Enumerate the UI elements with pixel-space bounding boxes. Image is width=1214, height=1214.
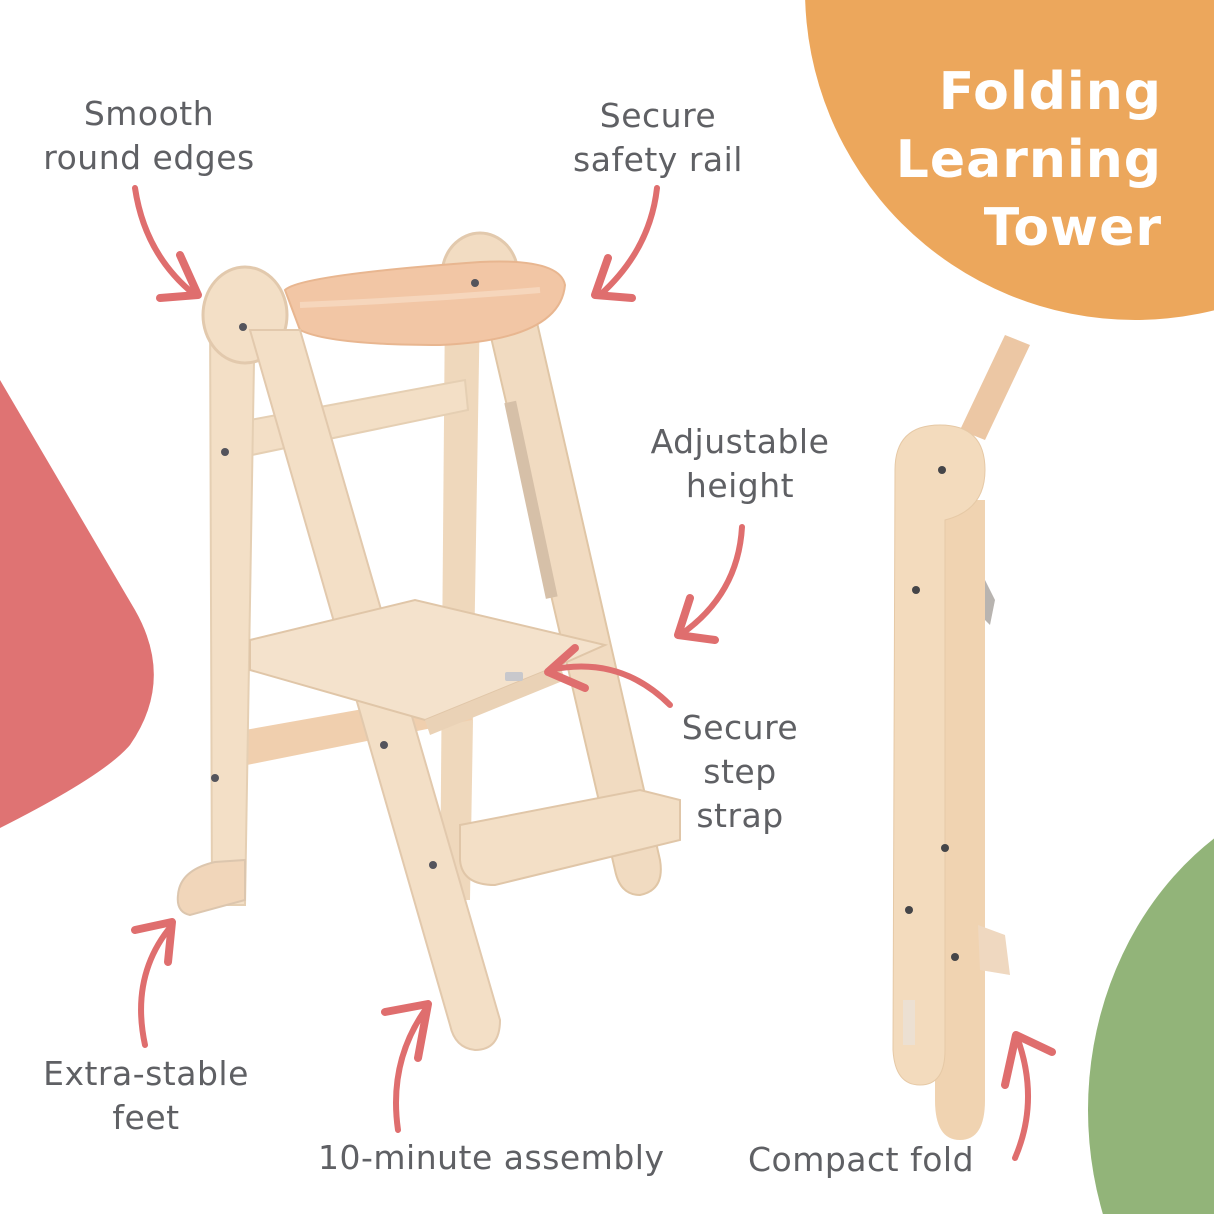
feature-label-adjustable-height: Adjustable height [640,420,840,508]
label-line: Secure [599,96,717,135]
label-line: strap [696,796,784,835]
title-line: Folding [938,62,1162,122]
feature-label-step-strap: Secure step strap [675,706,805,838]
page-title: Folding Learning Tower [896,58,1162,262]
label-line: Adjustable [650,422,830,461]
feature-label-assembly: 10-minute assembly [318,1136,665,1180]
label-line: safety rail [573,140,743,179]
title-line: Learning [895,130,1162,190]
green-circle [1088,838,1214,1214]
label-line: Secure [681,708,799,747]
title-line: Tower [983,198,1162,258]
label-line: feet [112,1098,180,1137]
feature-label-safety-rail: Secure safety rail [560,94,756,182]
feature-label-compact-fold: Compact fold [738,1138,984,1182]
arrow-icon [131,185,1056,1161]
feature-label-stable-feet: Extra-stable feet [36,1052,256,1140]
label-line: 10-minute assembly [318,1138,665,1177]
red-shape [0,380,154,828]
main-product-image [176,231,681,1052]
label-line: Compact fold [747,1140,975,1179]
feature-label-smooth-edges: Smooth round edges [38,92,260,180]
folded-product-image [892,335,1030,1140]
label-line: step [703,752,777,791]
label-line: height [685,466,795,505]
label-line: Extra-stable [43,1054,249,1093]
label-line: Smooth [83,94,215,133]
orange-circle [805,0,1214,320]
label-line: round edges [43,138,255,177]
